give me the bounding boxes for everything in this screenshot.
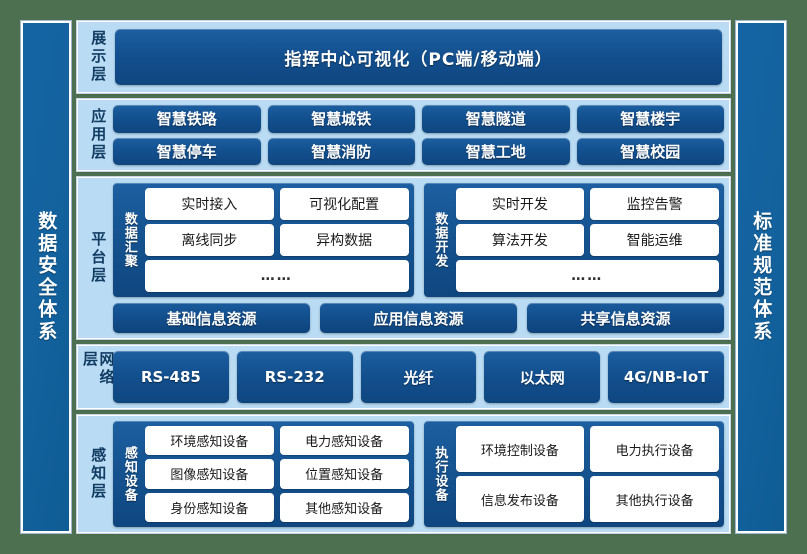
platform-module-data-development: 数据开发 实时开发 监控告警 算法开发 智能运维 …… <box>423 183 724 297</box>
platform-resources: 基础信息资源 应用信息资源 共享信息资源 <box>113 303 724 333</box>
display-banner[interactable]: 指挥中心可视化（PC端/移动端） <box>115 29 722 85</box>
network-grid: RS-485 RS-232 光纤 以太网 4G/NB-IoT <box>113 351 724 403</box>
platform-modules: 数据汇聚 实时接入 可视化配置 离线同步 异构数据 …… 数据开发 <box>113 183 724 297</box>
chip-environment-control[interactable]: 环境控制设备 <box>455 426 585 472</box>
layer-display-label: 展示层 <box>89 30 108 84</box>
network-item-4g-nbiot[interactable]: 4G/NB-IoT <box>608 351 724 403</box>
layer-platform-body: 数据汇聚 实时接入 可视化配置 离线同步 异构数据 …… 数据开发 <box>113 183 724 333</box>
network-item-rs485[interactable]: RS-485 <box>113 351 229 403</box>
chip-algorithm-development[interactable]: 算法开发 <box>455 224 585 256</box>
sensing-module-sensors-grid: 环境感知设备 电力感知设备 图像感知设备 位置感知设备 身份感知设备 其他感知设… <box>145 426 409 522</box>
layer-display: 展示层 指挥中心可视化（PC端/移动端） <box>77 21 730 93</box>
app-item-smart-fire[interactable]: 智慧消防 <box>267 137 415 165</box>
resource-application-information[interactable]: 应用信息资源 <box>320 303 517 333</box>
sensing-module-actuators: 执行设备 环境控制设备 电力执行设备 信息发布设备 其他执行设备 <box>423 421 724 527</box>
chip-other-sensor[interactable]: 其他感知设备 <box>279 492 409 522</box>
layer-application-label: 应用层 <box>89 108 108 162</box>
architecture-diagram: 数据安全体系 展示层 指挥中心可视化（PC端/移动端） 应用层 智慧铁路 智慧城… <box>21 21 786 533</box>
sensing-modules: 感知设备 环境感知设备 电力感知设备 图像感知设备 位置感知设备 身份感知设备 … <box>113 421 724 527</box>
layer-network-label: 网络层 <box>81 351 116 387</box>
layer-application-body: 智慧铁路 智慧城铁 智慧隧道 智慧楼宇 智慧停车 智慧消防 智慧工地 智慧校园 <box>113 105 724 165</box>
app-item-smart-campus[interactable]: 智慧校园 <box>576 137 724 165</box>
layer-network-body: RS-485 RS-232 光纤 以太网 4G/NB-IoT <box>113 351 724 403</box>
layer-stack: 展示层 指挥中心可视化（PC端/移动端） 应用层 智慧铁路 智慧城铁 智慧隧道 … <box>77 21 730 533</box>
sensing-module-actuators-grid: 环境控制设备 电力执行设备 信息发布设备 其他执行设备 <box>455 426 719 522</box>
left-side-bar-data-security: 数据安全体系 <box>21 21 71 533</box>
chip-location-sensor[interactable]: 位置感知设备 <box>279 459 409 489</box>
left-side-bar-label: 数据安全体系 <box>35 211 58 343</box>
layer-platform-label: 平台层 <box>89 231 108 285</box>
chip-more-development[interactable]: …… <box>455 260 719 292</box>
network-item-rs232[interactable]: RS-232 <box>236 351 353 403</box>
chip-identity-sensor[interactable]: 身份感知设备 <box>145 492 274 522</box>
platform-module-data-aggregation: 数据汇聚 实时接入 可视化配置 离线同步 异构数据 …… <box>113 183 414 297</box>
platform-module-data-aggregation-label: 数据汇聚 <box>121 212 137 268</box>
network-item-ethernet[interactable]: 以太网 <box>484 351 601 403</box>
chip-image-sensor[interactable]: 图像感知设备 <box>145 459 274 489</box>
chip-other-actuator[interactable]: 其他执行设备 <box>590 476 719 522</box>
application-grid: 智慧铁路 智慧城铁 智慧隧道 智慧楼宇 智慧停车 智慧消防 智慧工地 智慧校园 <box>113 105 724 165</box>
app-item-smart-tunnel[interactable]: 智慧隧道 <box>422 105 570 133</box>
layer-application: 应用层 智慧铁路 智慧城铁 智慧隧道 智慧楼宇 智慧停车 智慧消防 智慧工地 智… <box>77 99 730 171</box>
chip-info-publish[interactable]: 信息发布设备 <box>455 476 585 522</box>
chip-intelligent-ops[interactable]: 智能运维 <box>590 224 719 256</box>
app-item-smart-building[interactable]: 智慧楼宇 <box>576 105 724 133</box>
platform-module-data-aggregation-grid: 实时接入 可视化配置 离线同步 异构数据 …… <box>145 188 409 292</box>
layer-sensing: 感知层 感知设备 环境感知设备 电力感知设备 图像感知设备 位置感知设备 身份感… <box>77 415 730 533</box>
app-item-smart-railway[interactable]: 智慧铁路 <box>113 105 261 133</box>
chip-realtime-development[interactable]: 实时开发 <box>455 188 585 220</box>
chip-power-actuator[interactable]: 电力执行设备 <box>590 426 719 472</box>
chip-monitoring-alarm[interactable]: 监控告警 <box>590 188 719 220</box>
right-side-bar-standards: 标准规范体系 <box>736 21 786 533</box>
platform-module-data-development-label: 数据开发 <box>432 212 448 268</box>
sensing-module-sensors: 感知设备 环境感知设备 电力感知设备 图像感知设备 位置感知设备 身份感知设备 … <box>113 421 414 527</box>
sensing-module-sensors-label: 感知设备 <box>121 446 137 502</box>
app-item-smart-parking[interactable]: 智慧停车 <box>113 137 261 165</box>
platform-module-data-development-grid: 实时开发 监控告警 算法开发 智能运维 …… <box>455 188 719 292</box>
chip-realtime-ingest[interactable]: 实时接入 <box>145 188 274 220</box>
layer-sensing-label: 感知层 <box>89 447 108 501</box>
resource-shared-information[interactable]: 共享信息资源 <box>527 303 724 333</box>
sensing-module-actuators-label: 执行设备 <box>432 446 448 502</box>
layer-display-body: 指挥中心可视化（PC端/移动端） <box>113 27 724 87</box>
layer-sensing-body: 感知设备 环境感知设备 电力感知设备 图像感知设备 位置感知设备 身份感知设备 … <box>113 421 724 527</box>
chip-more-aggregation[interactable]: …… <box>145 260 409 292</box>
resource-basic-information[interactable]: 基础信息资源 <box>113 303 310 333</box>
layer-network: 网络层 RS-485 RS-232 光纤 以太网 4G/NB-IoT <box>77 345 730 409</box>
layer-platform: 平台层 数据汇聚 实时接入 可视化配置 离线同步 异构数据 …… <box>77 177 730 339</box>
network-item-fiber[interactable]: 光纤 <box>360 351 477 403</box>
chip-heterogeneous-data[interactable]: 异构数据 <box>279 224 409 256</box>
chip-environment-sensor[interactable]: 环境感知设备 <box>145 426 274 456</box>
right-side-bar-label: 标准规范体系 <box>750 211 773 343</box>
app-item-smart-site[interactable]: 智慧工地 <box>422 137 570 165</box>
chip-offline-sync[interactable]: 离线同步 <box>145 224 274 256</box>
chip-power-sensor[interactable]: 电力感知设备 <box>279 426 409 456</box>
app-item-smart-metro[interactable]: 智慧城铁 <box>267 105 415 133</box>
chip-visual-config[interactable]: 可视化配置 <box>279 188 409 220</box>
